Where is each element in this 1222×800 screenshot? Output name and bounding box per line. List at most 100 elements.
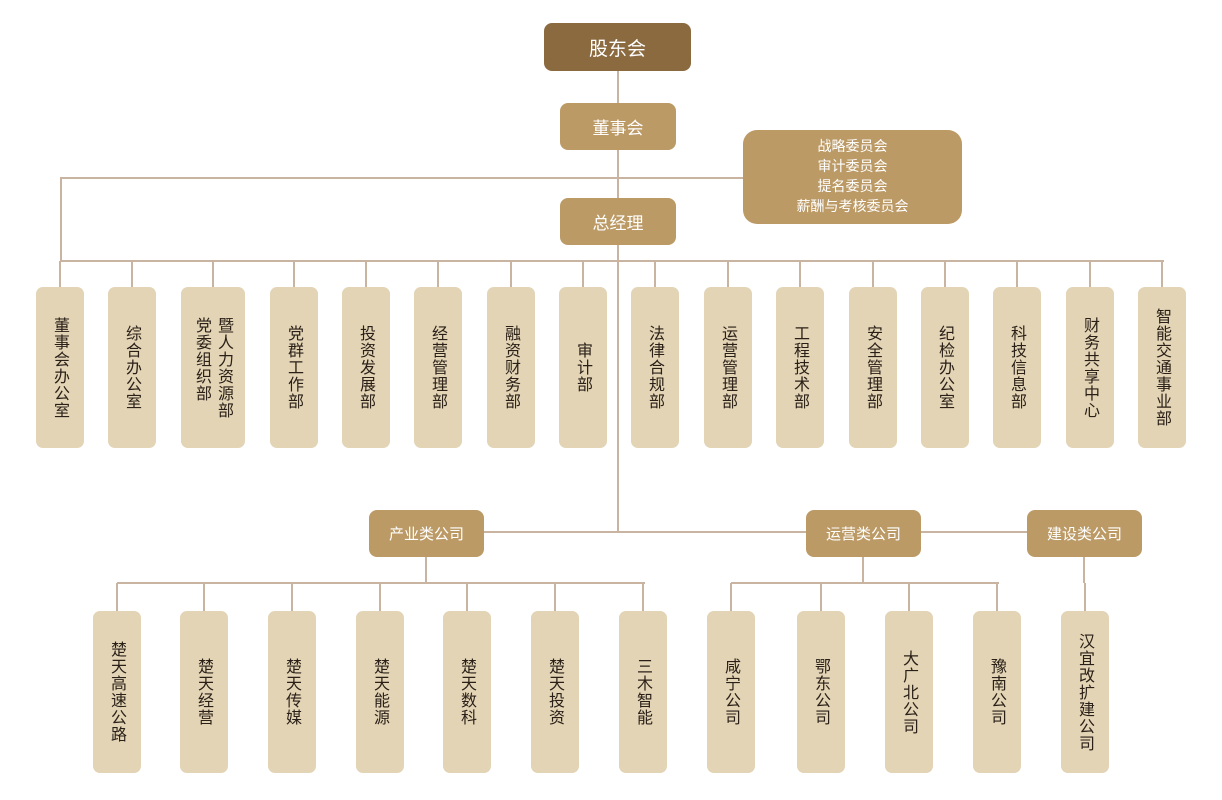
department-box: 暨人力资源部 党委组织部: [181, 287, 245, 448]
group-box: 产业类公司: [369, 510, 484, 557]
connector-line: [730, 583, 732, 611]
committees-box: 战略委员会 审计委员会 提名委员会 薪酬与考核委员会: [743, 130, 962, 224]
department-label: 党群工作部: [285, 325, 304, 410]
company-label: 楚天投资: [546, 658, 565, 726]
company-label: 楚天能源: [371, 658, 390, 726]
department-label: 纪检办公室: [936, 325, 955, 410]
company-label: 三木智能: [634, 658, 653, 726]
company-label: 咸宁公司: [722, 658, 741, 726]
company-box: 汉宜改扩建公司: [1061, 611, 1109, 773]
connector-line: [60, 177, 743, 179]
connector-line: [862, 557, 864, 583]
group-label: 建设类公司: [1046, 525, 1122, 543]
company-box: 楚天经营: [180, 611, 228, 773]
connector-line: [293, 261, 295, 287]
shareholders-label: 股东会: [588, 37, 646, 60]
connector-line: [484, 531, 1027, 533]
department-box: 法律合规部: [631, 287, 679, 448]
connector-line: [59, 261, 61, 287]
company-box: 咸宁公司: [707, 611, 755, 773]
department-box: 智能交通事业部: [1138, 287, 1186, 448]
connector-line: [944, 261, 946, 287]
committee-item: 提名委员会: [817, 179, 888, 195]
gm-box: 总经理: [560, 198, 676, 245]
company-box: 楚天传媒: [268, 611, 316, 773]
connector-line: [510, 261, 512, 287]
board-box: 董事会: [560, 103, 676, 150]
department-label: 法律合规部: [646, 325, 665, 410]
department-label: 投资发展部: [357, 325, 376, 410]
gm-label: 总经理: [592, 214, 644, 234]
department-label: 董事会办公室: [51, 316, 70, 419]
department-label: 融资财务部: [502, 325, 521, 410]
company-label: 豫南公司: [988, 658, 1007, 726]
department-label: 财务共享中心: [1081, 316, 1100, 419]
connector-line: [1084, 583, 1086, 611]
department-box: 党群工作部: [270, 287, 318, 448]
company-label: 楚天传媒: [283, 658, 302, 726]
company-box: 楚天能源: [356, 611, 404, 773]
shareholders-box: 股东会: [544, 23, 691, 71]
board-label: 董事会: [592, 119, 644, 139]
department-box: 工程技术部: [776, 287, 824, 448]
department-box: 审计部: [559, 287, 607, 448]
department-label: 审计部: [574, 342, 593, 393]
connector-line: [727, 261, 729, 287]
connector-line: [60, 260, 1164, 262]
connector-line: [872, 261, 874, 287]
committee-item: 薪酬与考核委员会: [796, 199, 909, 215]
company-label: 楚天经营: [195, 658, 214, 726]
company-label: 汉宜改扩建公司: [1076, 632, 1095, 752]
group-box: 运营类公司: [806, 510, 921, 557]
connector-line: [203, 583, 205, 611]
connector-line: [437, 261, 439, 287]
department-label: 智能交通事业部: [1153, 308, 1172, 427]
connector-line: [466, 583, 468, 611]
department-label: 工程技术部: [791, 325, 810, 410]
company-label: 大广北公司: [900, 649, 919, 735]
company-box: 豫南公司: [973, 611, 1021, 773]
connector-line: [820, 583, 822, 611]
group-label: 运营类公司: [825, 525, 901, 543]
connector-line: [654, 261, 656, 287]
connector-line: [379, 583, 381, 611]
department-box: 纪检办公室: [921, 287, 969, 448]
connector-line: [425, 557, 427, 583]
company-box: 鄂东公司: [797, 611, 845, 773]
committee-item: 审计委员会: [817, 159, 888, 175]
company-label: 楚天数科: [458, 658, 477, 726]
department-box: 科技信息部: [993, 287, 1041, 448]
company-label: 楚天高速公路: [108, 641, 127, 743]
department-box: 经营管理部: [414, 287, 462, 448]
connector-line: [1016, 261, 1018, 287]
company-box: 三木智能: [619, 611, 667, 773]
company-box: 楚天投资: [531, 611, 579, 773]
department-box: 安全管理部: [849, 287, 897, 448]
connector-line: [996, 583, 998, 611]
connector-line: [1083, 557, 1085, 583]
connector-line: [1161, 261, 1163, 287]
company-box: 楚天数科: [443, 611, 491, 773]
department-label: 暨人力资源部 党委组织部: [193, 316, 234, 419]
department-label: 运营管理部: [719, 325, 738, 410]
department-label: 综合办公室: [123, 325, 142, 410]
group-box: 建设类公司: [1027, 510, 1142, 557]
connector-line: [116, 583, 118, 611]
connector-line: [554, 583, 556, 611]
department-label: 科技信息部: [1008, 325, 1027, 410]
department-box: 财务共享中心: [1066, 287, 1114, 448]
connector-line: [908, 583, 910, 611]
connector-line: [799, 261, 801, 287]
company-box: 楚天高速公路: [93, 611, 141, 773]
connector-line: [117, 582, 645, 584]
connector-line: [617, 71, 619, 532]
company-box: 大广北公司: [885, 611, 933, 773]
connector-line: [291, 583, 293, 611]
connector-line: [60, 177, 62, 261]
department-label: 安全管理部: [864, 325, 883, 410]
department-box: 投资发展部: [342, 287, 390, 448]
department-box: 融资财务部: [487, 287, 535, 448]
connector-line: [131, 261, 133, 287]
department-box: 运营管理部: [704, 287, 752, 448]
